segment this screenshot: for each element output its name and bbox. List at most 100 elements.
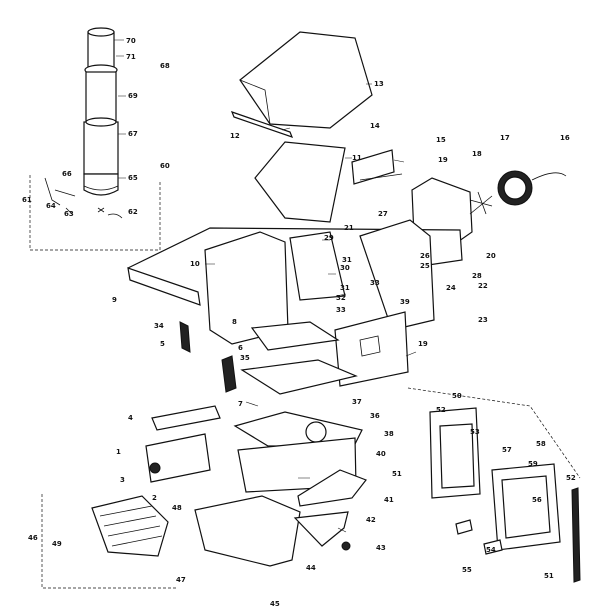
- callout-label: 52: [436, 406, 446, 414]
- hinge-bracket-2: [483, 539, 503, 555]
- callout-label: 60: [160, 162, 170, 170]
- heat-shield: [254, 141, 346, 223]
- top-trim-strip: [230, 111, 294, 138]
- callout-label: 57: [502, 446, 512, 454]
- callout-label: 38: [384, 430, 394, 438]
- front-door-panel: [334, 311, 409, 387]
- callout-label: 43: [376, 544, 386, 552]
- callout-label: 69: [128, 92, 138, 100]
- flue-cap: [87, 31, 115, 71]
- callout-label: 48: [172, 504, 182, 512]
- callout-label: 33: [336, 306, 346, 314]
- callout-label: 59: [528, 460, 538, 468]
- callout-label: 8: [232, 318, 237, 326]
- callout-label: 56: [532, 496, 542, 504]
- callout-label: 13: [374, 80, 384, 88]
- callout-label: 40: [376, 450, 386, 458]
- callout-label: 36: [370, 412, 380, 420]
- callout-label: 5: [160, 340, 165, 348]
- log-grate-frame: [41, 494, 178, 589]
- callout-label: 22: [478, 282, 488, 290]
- rear-heat-exchanger: [359, 219, 435, 331]
- callout-label: 19: [418, 340, 428, 348]
- callout-label: 54: [486, 546, 496, 554]
- side-panel-assembly: [407, 387, 581, 583]
- callout-label: 65: [128, 174, 138, 182]
- callout-label: 31: [342, 256, 352, 264]
- floor-plate: [250, 321, 340, 351]
- curved-shield: [297, 469, 367, 507]
- callout-label: 1: [116, 448, 121, 456]
- callout-label: 58: [536, 440, 546, 448]
- top-cover-assembly: [230, 31, 567, 247]
- flue-adapter: [83, 173, 119, 196]
- callout-label: 51: [392, 470, 402, 478]
- callout-label: 14: [370, 122, 380, 130]
- callout-labels: 70 71 69 68 67 60 66 65 61 64 63 62 13 1…: [22, 37, 576, 608]
- callout-label: 33: [370, 279, 380, 287]
- log-grate: [91, 495, 169, 557]
- callout-label: 49: [52, 540, 62, 548]
- screw-part: [54, 189, 76, 197]
- callout-label: 25: [420, 262, 430, 270]
- callout-label: 29: [324, 234, 334, 242]
- burner-assembly: [41, 405, 367, 589]
- callout-label: 21: [344, 224, 354, 232]
- pipe-joint: [85, 117, 117, 127]
- inner-divider: [289, 231, 346, 301]
- callout-label: 16: [560, 134, 570, 142]
- louver-right: [221, 355, 237, 393]
- callout-label: 2: [152, 494, 157, 502]
- callout-label: 24: [446, 284, 456, 292]
- drawer-handle: [293, 511, 349, 547]
- bracket-block: [351, 149, 395, 185]
- callout-label: 64: [46, 202, 56, 210]
- callout-label: 67: [128, 130, 138, 138]
- front-trim-bar: [127, 267, 201, 306]
- callout-label: 46: [28, 534, 38, 542]
- flue-pipe-lower: [83, 121, 119, 175]
- callout-label: 9: [112, 296, 117, 304]
- callout-label: 37: [352, 398, 362, 406]
- callout-label: 70: [126, 37, 136, 45]
- clip-part: [107, 213, 123, 219]
- screw-part-2: [65, 207, 73, 215]
- fastener-part: [97, 207, 105, 213]
- callout-label: 53: [470, 428, 480, 436]
- callout-label: 28: [472, 272, 482, 280]
- callout-label: 6: [238, 344, 243, 352]
- leader-lines: [114, 39, 417, 533]
- burner-orifice: [305, 421, 327, 443]
- door-grille: [359, 335, 381, 357]
- callout-label: 23: [478, 316, 488, 324]
- cabinet-body: [127, 219, 463, 395]
- callout-label: 15: [436, 136, 446, 144]
- callout-label: 10: [190, 260, 200, 268]
- callout-label: 35: [240, 354, 250, 362]
- callout-label: 68: [160, 62, 170, 70]
- callout-label: 31: [340, 284, 350, 292]
- callout-label: 32: [336, 294, 346, 302]
- callout-label: 71: [126, 53, 136, 61]
- power-cord: [531, 172, 567, 181]
- callout-label: 30: [340, 264, 350, 272]
- burner-tray: [233, 411, 363, 447]
- callout-label: 44: [306, 564, 316, 572]
- flue-pipe-upper: [85, 71, 117, 123]
- flue-pipe-assembly: [29, 27, 161, 251]
- callout-label: 34: [154, 322, 164, 330]
- callout-label: 55: [462, 566, 472, 574]
- callout-label: 41: [384, 496, 394, 504]
- callout-label: 50: [452, 392, 462, 400]
- control-knob: [149, 462, 161, 474]
- callout-label: 47: [176, 576, 186, 584]
- callout-label: 39: [400, 298, 410, 306]
- callout-label: 3: [120, 476, 125, 484]
- ash-drawer: [194, 495, 301, 567]
- burner-rail: [151, 405, 221, 431]
- callout-label: 19: [438, 156, 448, 164]
- callout-label: 18: [472, 150, 482, 158]
- callout-label: 66: [62, 170, 72, 178]
- louver-left: [179, 321, 191, 353]
